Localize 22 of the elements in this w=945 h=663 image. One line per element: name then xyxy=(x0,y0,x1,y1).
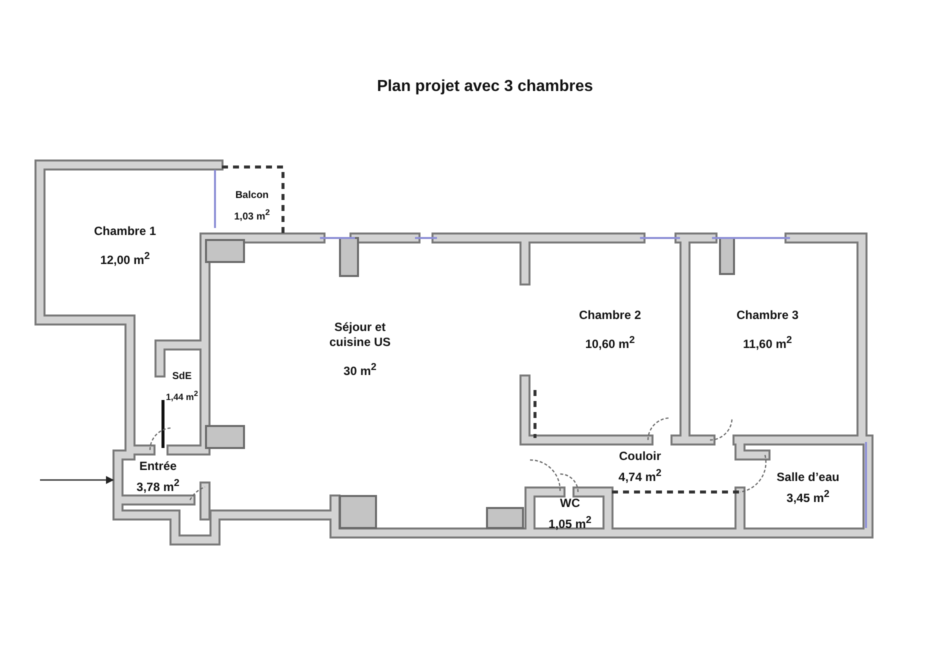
room-area: 4,74 m$^{2}$ xyxy=(618,466,662,485)
room-area: 10,60 m$^{2}$ xyxy=(585,333,635,352)
room-name: Couloir xyxy=(619,449,661,464)
room-name: Séjour et cuisine US xyxy=(328,320,392,350)
room-name: WC xyxy=(560,496,580,510)
room-name: Chambre 3 xyxy=(736,308,799,323)
room-name: Chambre 1 xyxy=(94,224,156,239)
room-area: 1,05 m$^{2}$ xyxy=(548,512,592,532)
arrow xyxy=(40,476,114,484)
room-area: 3,78 m$^{2}$ xyxy=(136,476,180,495)
room-area: 3,45 m$^{2}$ xyxy=(786,487,830,506)
room-area: 30 m$^{2}$ xyxy=(344,360,376,378)
room-area: 1,03 m$^{2}$ xyxy=(234,204,270,224)
plan-title: Plan projet avec 3 chambres xyxy=(376,78,594,96)
room-area: 12,00 m$^{2}$ xyxy=(100,249,150,268)
room-name: SdE xyxy=(172,370,192,384)
room-name: Chambre 2 xyxy=(578,308,642,323)
room-name: Balcon xyxy=(235,188,269,203)
room-area: 1,44 m$^{2}$ xyxy=(166,386,198,405)
room-name: Entrée xyxy=(139,459,177,474)
room-area: 11,60 m$^{2}$ xyxy=(743,333,792,352)
room-name: Salle d’eau xyxy=(776,470,840,485)
